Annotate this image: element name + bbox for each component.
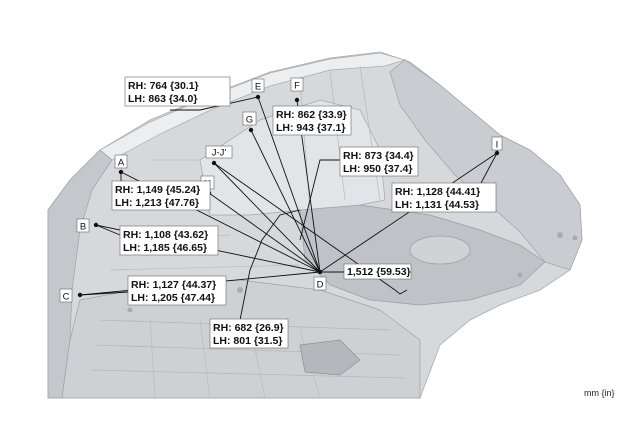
callout-h-lh: LH: 801 {31.5} [213,335,282,347]
callout-e-lh: LH: 863 {34.0} [128,93,197,105]
point-label-f: F [294,81,300,92]
point-g-dot [248,127,254,133]
point-a-dot [118,169,124,175]
point-label-b: B [80,222,86,233]
callout-e [124,76,231,107]
callout-g-rh: RH: 873 {34.4} [343,150,414,162]
dimension-callouts: RH: 764 {30.1} LH: 863 {34.0} RH: 862 {3… [111,76,497,349]
point-f-dot [294,97,300,103]
callout-c-rh: RH: 1,127 {44.37} [131,279,216,291]
callout-a-rh: RH: 1,149 {45.24} [115,184,200,196]
callout-c [127,275,227,306]
callout-b-rh: RH: 1,108 {43.62} [123,229,208,241]
point-label-g: G [246,115,253,126]
callout-f-rh: RH: 862 {33.9} [276,109,347,121]
callout-g-lh: LH: 950 {37.4} [343,163,412,175]
point-c-dot [77,292,83,298]
callout-b [119,225,219,256]
callout-c-lh: LH: 1,205 {47.44} [131,292,215,304]
callout-i-rh: RH: 1,128 {44.41} [395,186,480,198]
callout-a-lh: LH: 1,213 {47.76} [115,197,199,209]
callout-e-rh: RH: 764 {30.1} [128,80,199,92]
callout-jj [343,263,412,280]
callout-jj-value: 1,512 {59.53} [347,266,411,278]
point-letters: E F G J-J' H A B C I D [59,77,503,303]
point-jj-dot [211,160,217,166]
callout-g [339,146,419,177]
point-label-i: I [496,140,499,151]
point-label-e: E [255,82,261,93]
callout-a [111,180,211,211]
callout-h-rh: RH: 682 {26.9} [213,322,284,334]
callout-f [272,105,352,136]
point-d-dot [317,269,323,275]
callout-b-lh: LH: 1,185 {46.65} [123,242,207,254]
point-e-dot [255,94,261,100]
point-label-jj: J-J' [212,148,227,159]
callout-i-lh: LH: 1,131 {44.53} [395,199,479,211]
point-label-a: A [118,158,125,169]
callout-f-lh: LH: 943 {37.1} [276,122,345,134]
point-label-d: D [317,280,324,291]
callout-h [209,318,289,349]
unit-note: mm {in} [584,388,615,398]
point-b-dot [93,222,99,228]
callout-i [391,182,497,213]
point-label-c: C [63,292,70,303]
point-i-dot [494,150,500,156]
